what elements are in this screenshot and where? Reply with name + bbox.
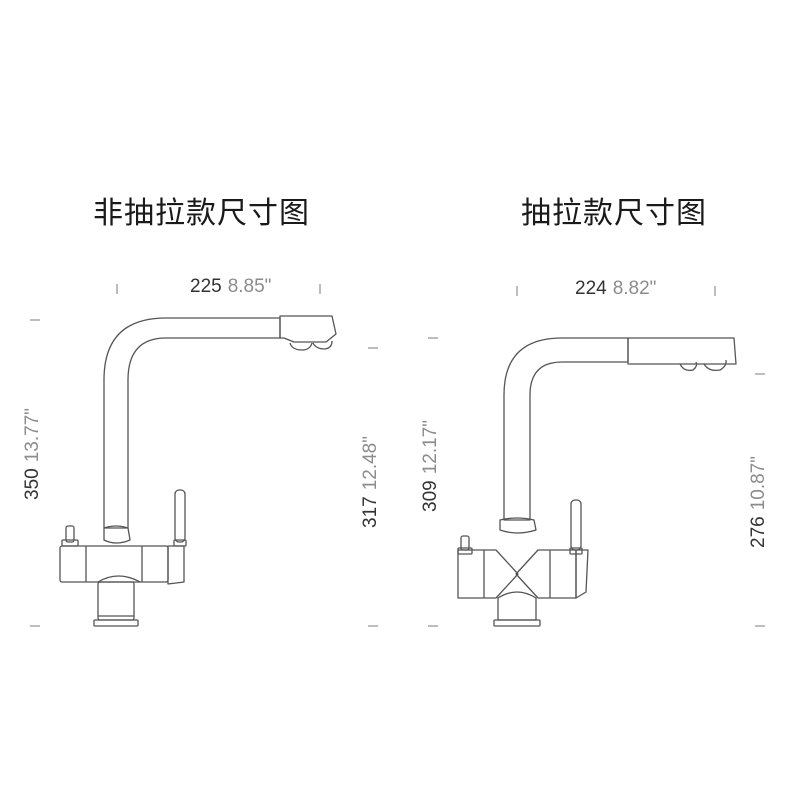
- height-mm: 350: [22, 468, 43, 500]
- base-column: [97, 581, 135, 621]
- spout-in: 10.87": [748, 456, 769, 511]
- filter-knob-base: [457, 547, 473, 555]
- title-pullout: 抽拉款尺寸图: [521, 196, 707, 231]
- width-mm: 225: [190, 276, 222, 297]
- height-in: 13.77": [22, 408, 43, 463]
- aerator: [312, 340, 333, 350]
- body-side: [167, 545, 185, 585]
- aerator: [679, 361, 698, 372]
- title-fixed: 非抽拉款尺寸图: [93, 196, 310, 231]
- spout-head: [279, 315, 337, 343]
- dimension-ticks: [30, 284, 765, 627]
- base-plate: [493, 619, 541, 627]
- faucet-body: [515, 549, 577, 599]
- filter-knob: [65, 525, 75, 543]
- height-dimension-fixed: 350 13.77": [22, 408, 44, 500]
- lever-handle: [174, 489, 186, 543]
- spout-tube: [503, 337, 629, 521]
- spout-height-dimension-pullout: 276 10.87": [748, 456, 770, 548]
- aerator: [703, 359, 727, 372]
- base-column: [497, 591, 537, 621]
- spout-joint: [499, 517, 537, 534]
- height-mm: 309: [420, 480, 441, 512]
- filter-knob-base: [61, 539, 79, 547]
- height-in: 12.17": [420, 420, 441, 475]
- height-dimension-pullout: 309 12.17": [420, 420, 442, 512]
- pullout-head: [627, 337, 737, 365]
- faucet-outline-pullout: [457, 337, 737, 627]
- base-plate: [93, 619, 139, 627]
- spout-in: 12.48": [360, 436, 381, 491]
- width-in: 8.85": [227, 276, 272, 297]
- faucet-body: [457, 549, 519, 599]
- width-in: 8.82": [612, 278, 657, 299]
- spout-joint: [103, 525, 131, 544]
- spout-height-dimension-fixed: 317 12.48": [360, 436, 382, 528]
- spout-mm: 317: [360, 496, 381, 528]
- spout-tube: [103, 317, 281, 529]
- aerator: [289, 342, 313, 351]
- body-side: [575, 549, 589, 599]
- faucet-outline-fixed: [59, 315, 337, 627]
- spout-mm: 276: [748, 516, 769, 548]
- width-mm: 224: [575, 278, 607, 299]
- body-cutout: [97, 575, 141, 583]
- lever-handle: [570, 499, 582, 551]
